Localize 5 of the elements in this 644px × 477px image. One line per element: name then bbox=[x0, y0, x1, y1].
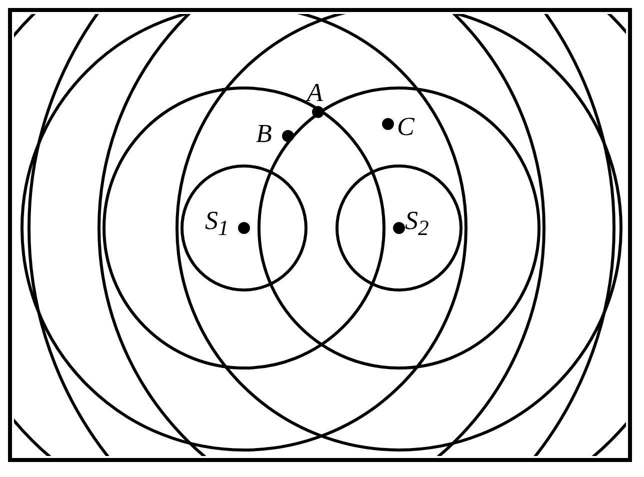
point-label: C bbox=[397, 114, 414, 140]
point-label: S$_{1}$ bbox=[205, 208, 229, 242]
point-label: B bbox=[256, 121, 272, 147]
point-label: A bbox=[307, 80, 323, 106]
point-label: S$_{2}$ bbox=[405, 208, 429, 242]
